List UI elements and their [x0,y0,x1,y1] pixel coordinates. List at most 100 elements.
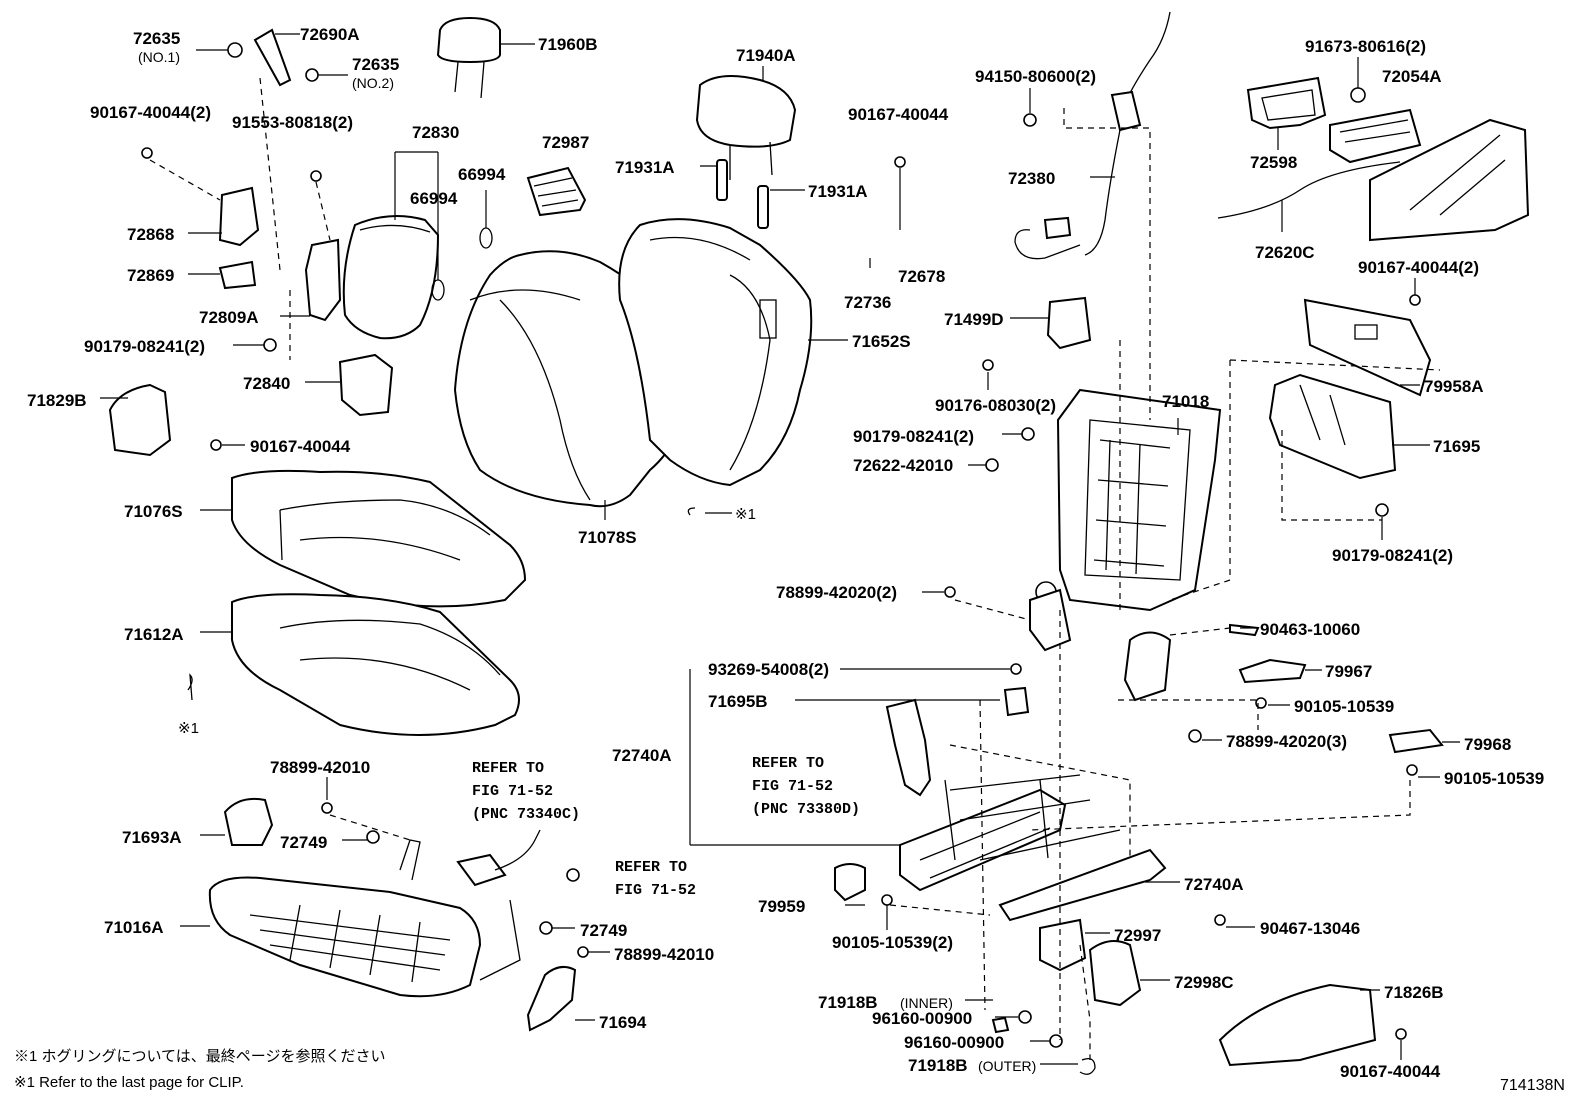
headrest-guide-71931a [716,159,769,229]
label-90176-08030: 90176-08030(2) [935,396,1056,415]
label-72054a: 72054A [1382,67,1442,86]
label-71612a: 71612A [124,625,184,644]
label-72868: 72868 [127,225,174,244]
label-96160-00900-a: 96160-00900 [872,1009,972,1028]
bolts [141,28,1421,1075]
label-71499d: 71499D [944,310,1004,329]
recliner-left-parts [108,186,342,457]
label-71695: 71695 [1433,437,1480,456]
label-94150-80600: 94150-80600(2) [975,67,1096,86]
label-71652s: 71652S [852,332,911,351]
label-90167-40044-left: 90167-40044 [250,437,351,456]
cable-72380 [1014,11,1171,260]
label-72736: 72736 [844,293,891,312]
label-71078s: 71078S [578,528,637,547]
refer-3-line2: FIG 71-52 [615,882,696,899]
label-72380: 72380 [1008,169,1055,188]
label-72840: 72840 [243,374,290,393]
cushion-frame-71016a [208,839,521,998]
label-91553-80818: 91553-80818(2) [232,113,353,132]
label-71931a-a: 71931A [615,158,675,177]
refer-3-line1: REFER TO [615,859,687,876]
label-79968: 79968 [1464,735,1511,754]
part-72840 [338,353,394,417]
label-71918b-inner-sub: (INNER) [900,995,953,1011]
label-71695b: 71695B [708,692,768,711]
label-90179-08241-2-right: 90179-08241(2) [1332,546,1453,565]
label-72740a-left: 72740A [612,746,672,765]
label-71918b-inner: 71918B [818,993,878,1012]
part-labels: 72635 (NO.1) 72690A 72635 (NO.2) 71960B … [27,25,1544,1081]
seatback-71652s [618,218,813,487]
label-71940a: 71940A [736,46,796,65]
refer-1-line3: (PNC 73340C) [472,806,580,823]
refer-notes: REFER TO FIG 71-52 (PNC 73340C) REFER TO… [472,755,860,899]
cover-71695 [1268,373,1397,480]
label-79967: 79967 [1325,662,1372,681]
cushion-pad-71612a [231,593,520,736]
refer-2-line1: REFER TO [752,755,824,772]
label-72635-no2-sub: (NO.2) [352,75,394,91]
label-71960b: 71960B [538,35,598,54]
footnote-en: ※1 Refer to the last page for CLIP. [14,1074,244,1091]
label-90167-40044-bot: 90167-40044 [1340,1062,1441,1081]
label-72635-no2: 72635 [352,55,399,74]
guide-lines [149,77,1441,1060]
label-72635-no1-sub: (NO.1) [138,49,180,65]
belt-buckle [456,698,932,887]
label-x1-left: ※1 [178,720,199,737]
leader-lines [100,33,1460,1065]
label-72749-bot: 72749 [580,921,627,940]
seatback-frame-71018 [1029,388,1222,702]
label-72809a: 72809A [199,308,259,327]
label-90167-40044-2-left: 90167-40044(2) [90,103,211,122]
side-covers [223,797,1377,1067]
label-90105-10539-b: 90105-10539 [1444,769,1544,788]
label-90179-08241-2-left: 90179-08241(2) [84,337,205,356]
label-90463-10060: 90463-10060 [1260,620,1360,639]
label-91673-80616: 91673-80616(2) [1305,37,1426,56]
refer-2-line2: FIG 71-52 [752,778,833,795]
label-90105-10539-a: 90105-10539 [1294,697,1394,716]
armrest-72830 [342,215,440,340]
label-90467-13046: 90467-13046 [1260,919,1360,938]
headrest-71960b [436,16,501,99]
footnotes: ※1 ホグリングについては、最終ページを参照ください ※1 Refer to t… [14,1048,1565,1094]
label-72635-no1: 72635 [133,29,180,48]
label-78899-42020-3: 78899-42020(3) [1226,732,1347,751]
label-72690a: 72690A [300,25,360,44]
label-79959: 79959 [758,897,805,916]
label-93269-54008: 93269-54008(2) [708,660,829,679]
label-78899-42020-2: 78899-42020(2) [776,583,897,602]
label-72678: 72678 [898,267,945,286]
label-71694: 71694 [599,1013,647,1032]
label-90167-40044-mid: 90167-40044 [848,105,949,124]
release-72054a [1217,108,1530,242]
label-71829b: 71829B [27,391,87,410]
label-71076s: 71076S [124,502,183,521]
label-72598: 72598 [1250,153,1297,172]
label-x1-mid: ※1 [735,506,756,523]
label-72987: 72987 [542,133,589,152]
label-79958a: 79958A [1424,377,1484,396]
label-72622-42010: 72622-42010 [853,456,953,475]
footnote-jp: ※1 ホグリングについては、最終ページを参照ください [14,1048,385,1065]
label-71693a: 71693A [122,828,182,847]
refer-1-line2: FIG 71-52 [472,783,553,800]
label-78899-42010-bot: 78899-42010 [614,945,714,964]
headrest-71940a [695,75,797,180]
bracket-72987 [526,166,587,217]
label-66994-a: 66994 [458,165,506,184]
bracket-79958a [1303,298,1432,397]
refer-2-line3: (PNC 73380D) [752,801,860,818]
label-71016a: 71016A [104,918,164,937]
label-78899-42010-top: 78899-42010 [270,758,370,777]
label-72740a-right: 72740A [1184,875,1244,894]
label-72830: 72830 [412,123,459,142]
label-90167-40044-2-right: 90167-40044(2) [1358,258,1479,277]
label-96160-00900-b: 96160-00900 [904,1033,1004,1052]
label-72749-top: 72749 [280,833,327,852]
label-71931a-b: 71931A [808,182,868,201]
label-72998c: 72998C [1174,973,1234,992]
